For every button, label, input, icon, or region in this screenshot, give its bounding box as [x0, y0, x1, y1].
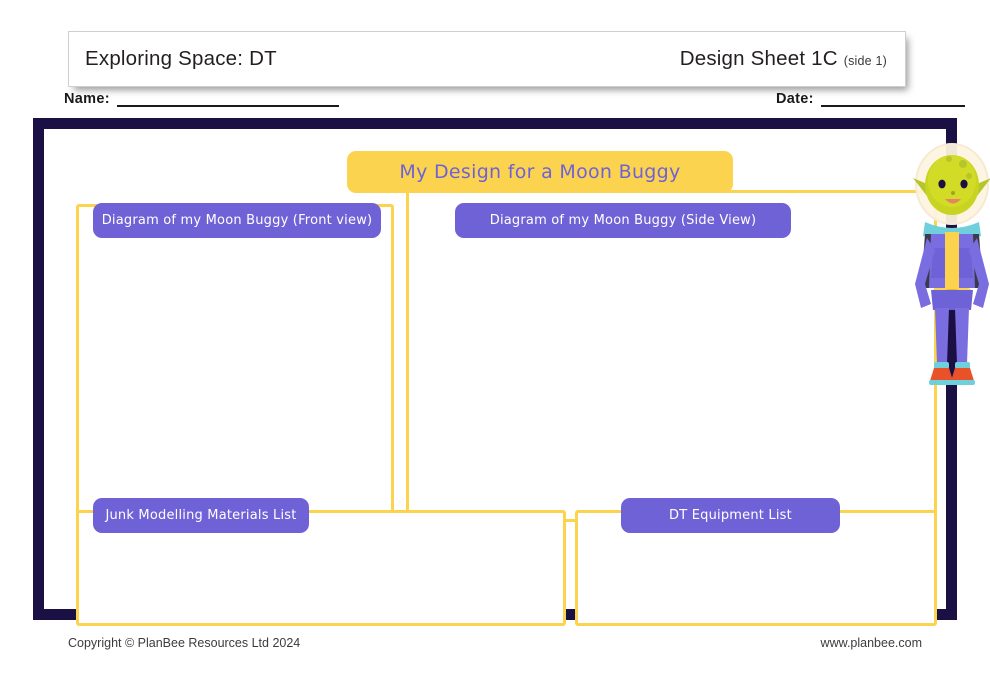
sheet-title-group: Design Sheet 1C (side 1) — [680, 47, 887, 71]
side-view-label-text: Diagram of my Moon Buggy (Side View) — [489, 213, 757, 228]
name-date-row: Name: Date: — [0, 92, 990, 114]
alien-astronaut-icon — [897, 138, 990, 388]
side-view-label: Diagram of my Moon Buggy (Side View) — [455, 203, 791, 238]
page-footer: Copyright © PlanBee Resources Ltd 2024 w… — [0, 636, 990, 656]
date-input[interactable] — [820, 104, 965, 107]
dt-equipment-label: DT Equipment List — [621, 498, 840, 533]
copyright-text: Copyright © PlanBee Resources Ltd 2024 — [68, 636, 301, 650]
worksheet-title-banner: My Design for a Moon Buggy — [347, 151, 733, 193]
dt-equipment-label-text: DT Equipment List — [669, 508, 792, 523]
side-view-box[interactable] — [406, 190, 937, 522]
website-text: www.planbee.com — [820, 636, 922, 650]
junk-materials-label: Junk Modelling Materials List — [93, 498, 309, 533]
date-label: Date: — [776, 91, 814, 107]
name-label: Name: — [64, 91, 110, 107]
name-field-group: Name: — [64, 92, 339, 107]
front-view-label-text: Diagram of my Moon Buggy (Front view) — [101, 213, 373, 228]
subject-title: Exploring Space: DT — [85, 47, 277, 70]
worksheet-body: My Design for a Moon Buggy Diagram of my… — [44, 129, 990, 626]
junk-materials-label-text: Junk Modelling Materials List — [105, 508, 297, 523]
sheet-title: Design Sheet 1C — [679, 47, 838, 70]
sheet-side: (side 1) — [843, 54, 887, 68]
front-view-label: Diagram of my Moon Buggy (Front view) — [93, 203, 381, 238]
front-view-box[interactable] — [76, 204, 394, 522]
date-field-group: Date: — [776, 92, 965, 107]
header-bar: Exploring Space: DT Design Sheet 1C (sid… — [68, 31, 906, 87]
worksheet-frame: My Design for a Moon Buggy Diagram of my… — [33, 118, 990, 626]
worksheet-title: My Design for a Moon Buggy — [399, 161, 681, 183]
name-input[interactable] — [116, 104, 339, 107]
